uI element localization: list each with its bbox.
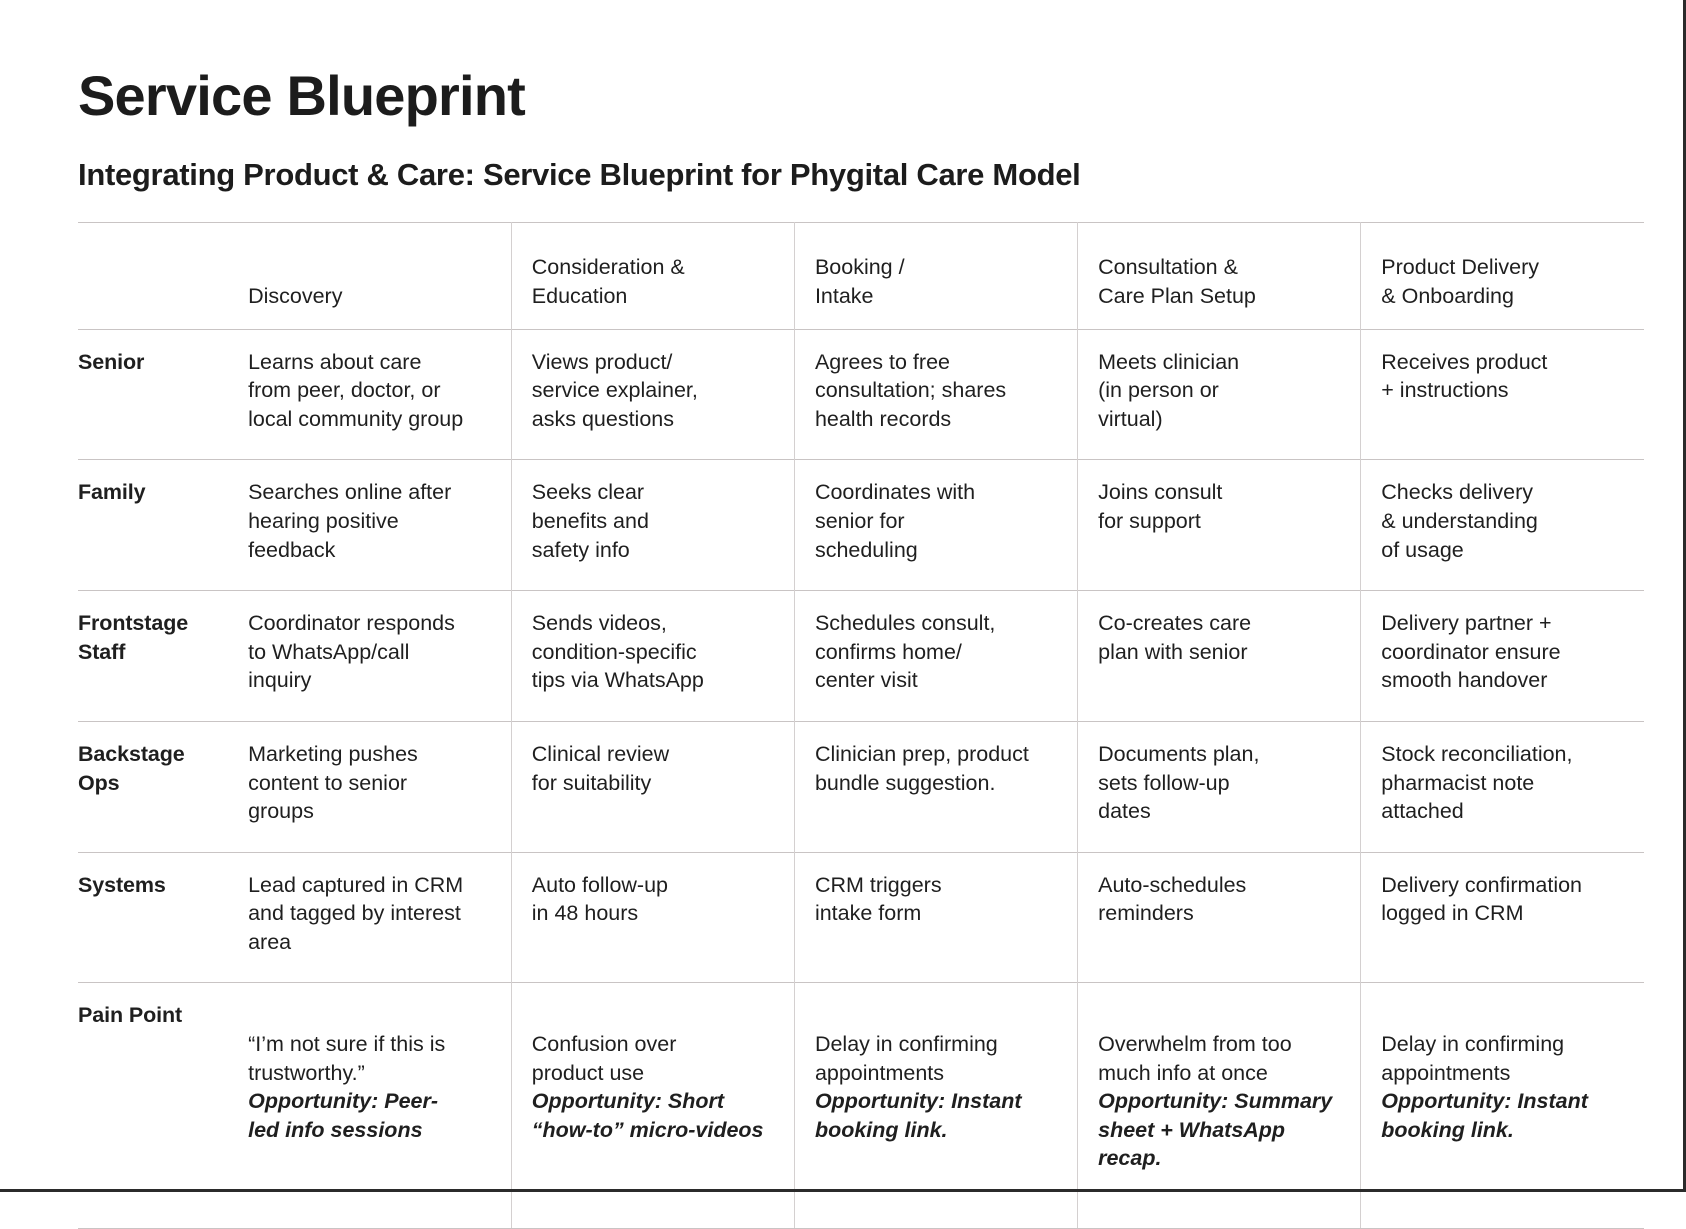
column-header-product-delivery-onboarding: Product Delivery & Onboarding <box>1360 221 1644 330</box>
cell-systems-delivery: Delivery confirmation logged in CRM <box>1360 851 1644 983</box>
cell-painpoint-consideration: Confusion over product use Opportunity: … <box>511 982 795 1229</box>
cell-systems-consultation: Auto-schedules reminders <box>1077 851 1362 983</box>
pain-point-text: Delay in confirming appointments <box>1381 1032 1565 1085</box>
cell-systems-consideration: Auto follow-up in 48 hours <box>511 851 795 983</box>
table-header: Discovery Consideration & Education Book… <box>78 221 1644 330</box>
cell-family-consideration: Seeks clear benefits and safety info <box>511 459 795 591</box>
cell-senior-booking: Agrees to free consultation; shares heal… <box>794 328 1079 460</box>
cell-family-booking: Coordinates with senior for scheduling <box>794 459 1079 591</box>
page-right-border <box>1683 0 1686 1192</box>
cell-backstage-consultation: Documents plan, sets follow-up dates <box>1077 720 1362 853</box>
row-header-family: Family <box>78 459 229 591</box>
cell-backstage-discovery: Marketing pushes content to senior group… <box>228 720 512 853</box>
cell-frontstage-delivery: Delivery partner + coordinator ensure sm… <box>1360 590 1644 722</box>
cell-frontstage-consultation: Co-creates care plan with senior <box>1077 590 1362 722</box>
cell-senior-delivery: Receives product + instructions <box>1360 328 1644 460</box>
corner-cell <box>78 221 229 330</box>
column-header-label: Consideration & Education <box>531 255 685 308</box>
cell-frontstage-booking: Schedules consult, confirms home/ center… <box>794 590 1079 722</box>
opportunity-text: Opportunity: Summary sheet + WhatsApp re… <box>1098 1089 1333 1171</box>
cell-family-discovery: Searches online after hearing positive f… <box>228 459 512 591</box>
cell-backstage-consideration: Clinical review for suitability <box>511 720 795 853</box>
column-header-consultation-care-plan-setup: Consultation & Care Plan Setup <box>1077 221 1362 330</box>
column-header-discovery: Discovery <box>228 221 512 330</box>
column-header-label: Discovery <box>248 283 343 308</box>
opportunity-text: Opportunity: Peer- led info sessions <box>248 1089 439 1142</box>
pain-point-text: Overwhelm from too much info at once <box>1098 1032 1292 1085</box>
column-header-consideration-education: Consideration & Education <box>511 221 795 330</box>
table-header-row: Discovery Consideration & Education Book… <box>78 221 1644 330</box>
row-header-pain-point: Pain Point <box>78 982 229 1229</box>
column-header-booking-intake: Booking / Intake <box>794 221 1079 330</box>
column-header-label: Booking / Intake <box>814 255 905 308</box>
page-subtitle: Integrating Product & Care: Service Blue… <box>78 157 1081 193</box>
cell-senior-discovery: Learns about care from peer, doctor, or … <box>228 328 512 460</box>
cell-backstage-booking: Clinician prep, product bundle suggestio… <box>794 720 1079 853</box>
pain-point-text: Delay in confirming appointments <box>814 1032 998 1085</box>
cell-senior-consultation: Meets clinician (in person or virtual) <box>1077 328 1362 460</box>
cell-painpoint-delivery: Delay in confirming appointments Opportu… <box>1360 982 1644 1229</box>
table-row: Senior Learns about care from peer, doct… <box>78 328 1644 460</box>
cell-backstage-delivery: Stock reconciliation, pharmacist note at… <box>1360 720 1644 853</box>
table-row: Systems Lead captured in CRM and tagged … <box>78 851 1644 983</box>
table-row: Pain Point “I’m not sure if this is trus… <box>78 982 1644 1229</box>
cell-systems-discovery: Lead captured in CRM and tagged by inter… <box>228 851 512 983</box>
cell-systems-booking: CRM triggers intake form <box>794 851 1079 983</box>
column-header-label: Consultation & Care Plan Setup <box>1098 255 1256 308</box>
opportunity-text: Opportunity: Instant booking link. <box>814 1089 1022 1142</box>
table-body: Senior Learns about care from peer, doct… <box>78 328 1644 1229</box>
pain-point-text: Confusion over product use <box>531 1032 677 1085</box>
row-header-backstage-ops: Backstage Ops <box>78 720 229 853</box>
cell-painpoint-discovery: “I’m not sure if this is trustworthy.” O… <box>228 982 512 1229</box>
row-header-systems: Systems <box>78 851 229 983</box>
cell-frontstage-consideration: Sends videos, condition-specific tips vi… <box>511 590 795 722</box>
pain-point-text: “I’m not sure if this is trustworthy.” <box>248 1032 446 1085</box>
row-header-senior: Senior <box>78 328 229 460</box>
opportunity-text: Opportunity: Instant booking link. <box>1381 1089 1588 1142</box>
page-title: Service Blueprint <box>78 64 526 127</box>
cell-frontstage-discovery: Coordinator responds to WhatsApp/call in… <box>228 590 512 722</box>
service-blueprint-table: Discovery Consideration & Education Book… <box>78 221 1644 1229</box>
document-content: Service Blueprint Integrating Product & … <box>78 64 1644 1229</box>
table-row: Backstage Ops Marketing pushes content t… <box>78 720 1644 853</box>
table-row: Family Searches online after hearing pos… <box>78 459 1644 591</box>
page-bottom-border <box>0 1189 1686 1192</box>
cell-painpoint-consultation: Overwhelm from too much info at once Opp… <box>1077 982 1362 1229</box>
cell-family-consultation: Joins consult for support <box>1077 459 1362 591</box>
column-header-label: Product Delivery & Onboarding <box>1381 255 1540 308</box>
cell-family-delivery: Checks delivery & understanding of usage <box>1360 459 1644 591</box>
cell-senior-consideration: Views product/ service explainer, asks q… <box>511 328 795 460</box>
row-header-frontstage-staff: Frontstage Staff <box>78 590 229 722</box>
opportunity-text: Opportunity: Short “how-to” micro-videos <box>531 1089 764 1142</box>
table-row: Frontstage Staff Coordinator responds to… <box>78 590 1644 722</box>
